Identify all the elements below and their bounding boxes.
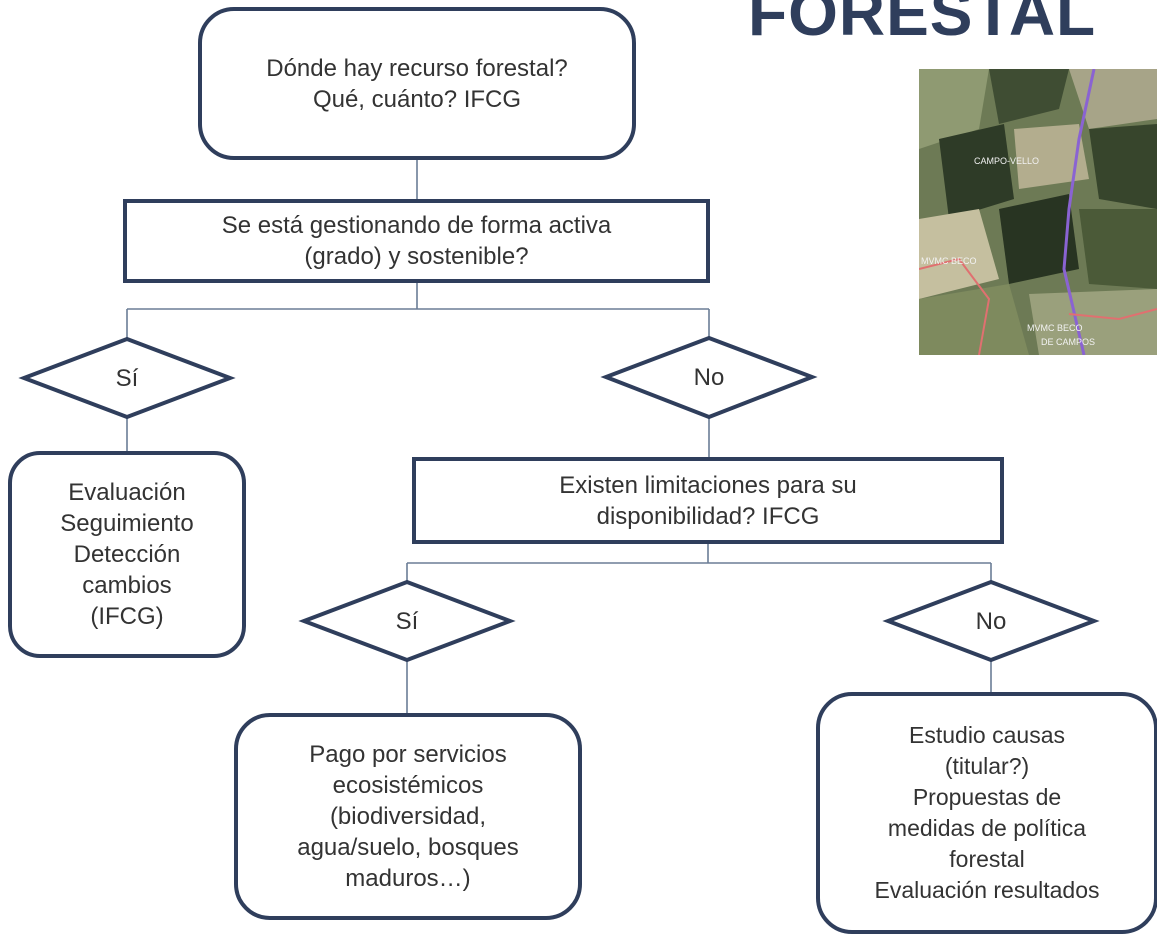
decision-yes-2 <box>298 579 516 663</box>
map-forest <box>1089 124 1157 209</box>
map-route-line <box>1062 69 1096 355</box>
map-road-line <box>919 257 991 355</box>
map-road-line <box>1068 308 1157 321</box>
question-text-limitations: Existen limitaciones para su disponibili… <box>559 471 857 530</box>
result-box-ecosystem-payments <box>234 713 582 920</box>
map-field <box>919 284 1029 355</box>
connectors <box>126 158 992 715</box>
map-forest <box>939 124 1014 219</box>
map-forest <box>999 194 1079 284</box>
decision-no-2 <box>882 579 1100 663</box>
question-box-forest-resource <box>198 7 636 160</box>
map-field <box>919 69 989 149</box>
map-label: DE CAMPOS <box>1041 337 1095 347</box>
map-forest <box>1079 209 1157 289</box>
map-forest <box>989 69 1069 124</box>
decision-yes-1 <box>18 336 236 420</box>
question-box-active-management <box>123 199 710 283</box>
decision-no-1 <box>600 335 818 420</box>
result-text-evaluation: Evaluación Seguimiento Detección cambios… <box>60 479 194 630</box>
result-box-evaluation <box>8 451 246 658</box>
decision-label-no-1: No <box>693 363 725 391</box>
decision-label-yes-2: Sí <box>395 607 419 635</box>
result-box-study-causes <box>816 692 1157 934</box>
result-text-study-causes: Estudio causas (titular?) Propuestas de … <box>874 722 1100 903</box>
map-label: MVMC BECO <box>1027 323 1083 333</box>
question-text-forest-resource: Dónde hay recurso forestal? Qué, cuánto?… <box>266 54 568 113</box>
map-field <box>1014 124 1089 189</box>
question-box-limitations <box>412 457 1004 544</box>
map-label: MVMC BECO <box>921 256 977 266</box>
map-field <box>919 209 999 299</box>
decision-label-yes-1: Sí <box>115 364 139 392</box>
aerial-map-image: CAMPO-VELLO MVMC BECO MVMC BECO DE CAMPO… <box>919 69 1157 355</box>
aerial-map-svg: CAMPO-VELLO MVMC BECO MVMC BECO DE CAMPO… <box>919 69 1157 355</box>
result-text-ecosystem-payments: Pago por servicios ecosistémicos (biodiv… <box>297 741 519 892</box>
map-label: CAMPO-VELLO <box>974 156 1039 166</box>
map-field <box>1029 289 1157 355</box>
decision-label-no-2: No <box>975 607 1007 635</box>
question-text-active-management: Se está gestionando de forma activa (gra… <box>221 212 612 270</box>
page-title: FORESTAL <box>748 0 1097 49</box>
